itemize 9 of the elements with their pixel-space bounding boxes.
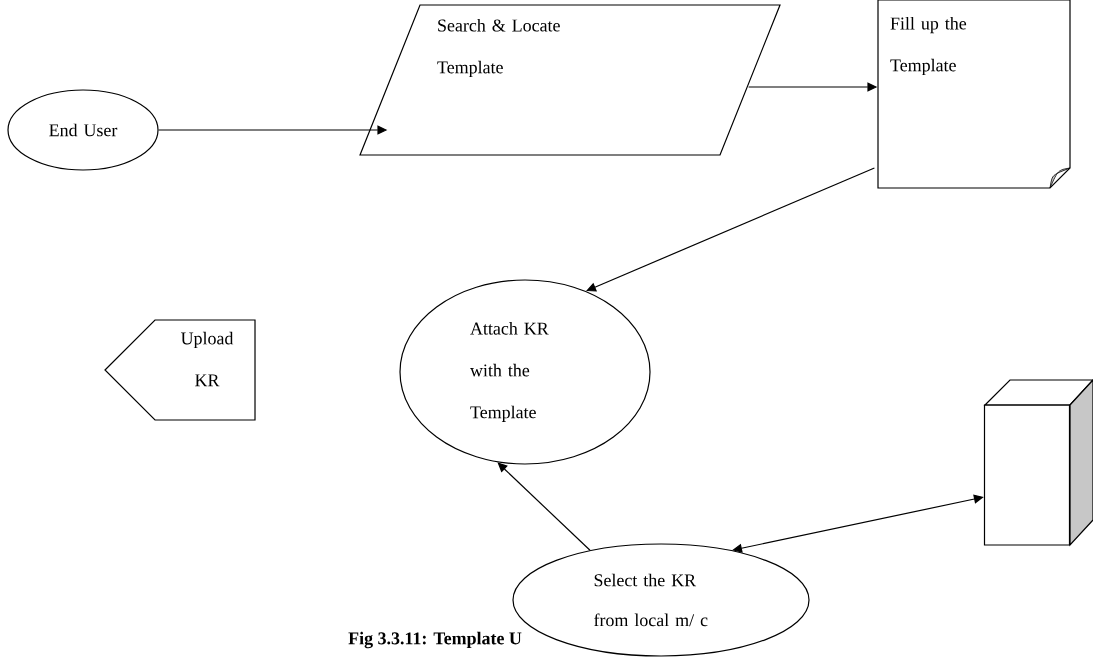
pentagon-box: Upload KR — [104, 319, 256, 421]
parallelogram-box: Search & Locate Template — [359, 4, 781, 156]
ellipse-node: Attach KR with the Template — [399, 279, 651, 465]
arrow — [586, 167, 875, 292]
caption: Fig 3.3.11: Template U — [348, 631, 522, 649]
arrow — [732, 494, 984, 553]
arrow — [497, 462, 591, 551]
ellipse-node: End User — [7, 89, 159, 171]
document-box: Fill up the Template — [877, 0, 1071, 189]
